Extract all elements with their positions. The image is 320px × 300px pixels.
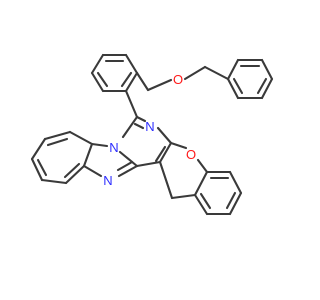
bond: [43, 130, 72, 141]
bond: [203, 65, 230, 81]
bond: [228, 191, 243, 216]
bond: [199, 192, 212, 210]
bond: [118, 150, 139, 168]
bond: [158, 141, 173, 164]
nitrogen-atom-label: N: [109, 140, 118, 155]
oxygen-atom-label: O: [186, 147, 196, 162]
bond: [46, 137, 69, 147]
bond: [193, 170, 209, 197]
bond: [226, 77, 240, 100]
bond: [170, 193, 197, 200]
nitrogen-atom-label: N: [103, 173, 112, 188]
bond: [135, 115, 147, 123]
bond: [68, 130, 94, 146]
bond: [63, 162, 81, 179]
bond: [256, 77, 268, 95]
bond: [124, 89, 139, 119]
bond: [30, 157, 44, 182]
bond: [40, 178, 68, 185]
bond: [228, 170, 243, 195]
bond: [36, 158, 48, 177]
bond: [196, 158, 209, 174]
bond: [225, 191, 237, 210]
bond: [90, 142, 109, 148]
bond: [124, 53, 139, 75]
bond: [158, 160, 174, 200]
bond: [193, 193, 209, 216]
bond: [82, 164, 103, 178]
bond: [96, 71, 109, 88]
bond: [90, 53, 105, 75]
oxygen-atom-label: O: [173, 72, 183, 87]
bond: [154, 145, 167, 163]
bond: [135, 71, 150, 92]
bond: [117, 164, 139, 178]
bond: [135, 160, 162, 168]
bond: [124, 71, 139, 93]
bond: [30, 137, 47, 161]
bond: [133, 122, 145, 130]
nitrogen-atom-label: N: [145, 119, 154, 134]
bond: [82, 142, 94, 168]
bond: [120, 71, 133, 88]
bond: [226, 58, 240, 81]
bond: [260, 58, 274, 81]
bond: [121, 115, 139, 139]
bond: [156, 126, 173, 145]
bond: [64, 164, 86, 185]
bond: [90, 71, 105, 93]
bond: [232, 77, 244, 95]
bond: [260, 77, 274, 100]
bond-layer: [30, 53, 274, 216]
bond: [116, 160, 134, 172]
bond: [183, 65, 207, 81]
molecule-canvas: O N N O N: [30, 53, 274, 216]
bond: [146, 78, 173, 92]
bond: [169, 141, 188, 150]
structure-drawing: O N N O N: [30, 53, 274, 216]
atom-label-layer: O N N O N: [103, 72, 196, 188]
